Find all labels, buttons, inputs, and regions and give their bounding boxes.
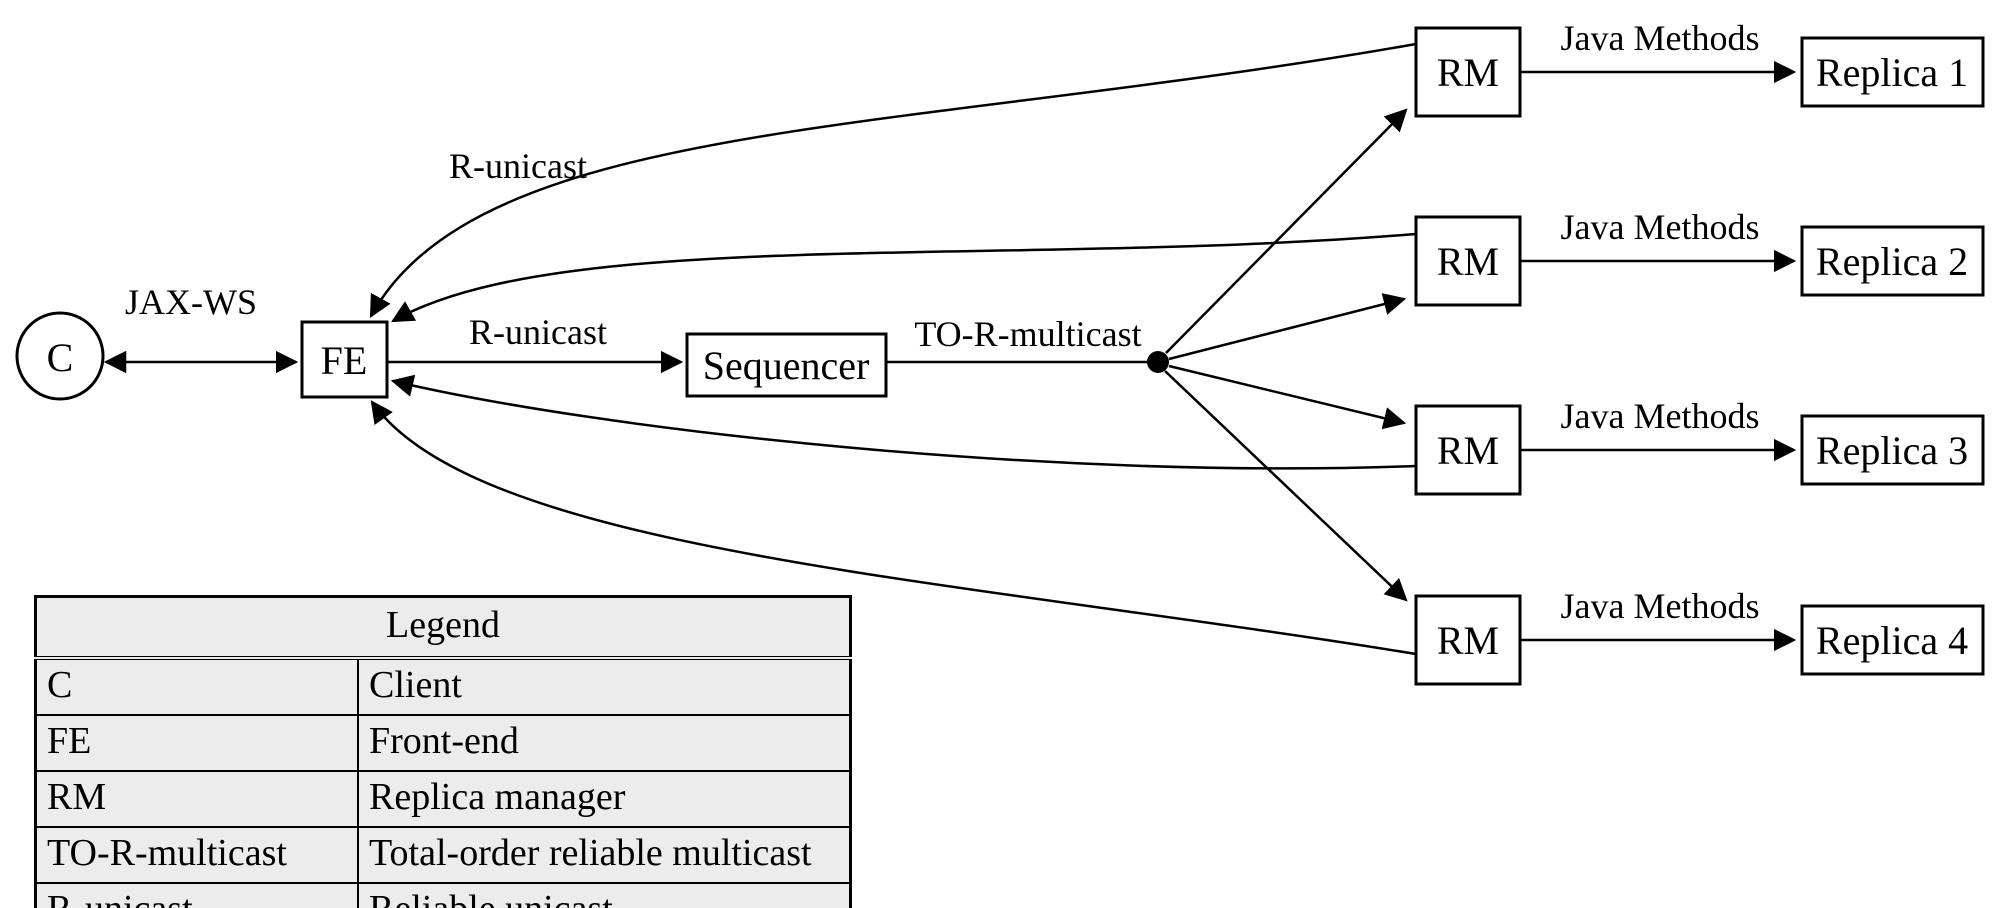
legend-row-frontend: FE Front-end <box>34 714 852 772</box>
rm3-box <box>1414 404 1522 496</box>
legend-definition: Total-order reliable multicast <box>357 826 852 884</box>
replica3-box <box>1800 414 1985 486</box>
replica4-box <box>1800 604 1985 676</box>
replica1-label: Replica 1 <box>1816 50 1968 95</box>
replica4-label: Replica 4 <box>1816 618 1968 663</box>
edge-multicast-rm1 <box>1165 108 1408 354</box>
legend-term: TO-R-multicast <box>34 826 359 884</box>
legend-header-row: Legend <box>34 595 852 660</box>
replica1-box <box>1800 36 1985 108</box>
legend-definition: Front-end <box>357 714 852 772</box>
legend-row-tormulticast: TO-R-multicast Total-order reliable mult… <box>34 826 852 884</box>
legend-term: FE <box>34 714 359 772</box>
edge-multicast-rm4 <box>1164 370 1408 602</box>
frontend-label: FE <box>321 338 368 383</box>
javamethods3-edge-label: Java Methods <box>1561 396 1760 436</box>
replica2-box <box>1800 225 1985 297</box>
client-label: C <box>47 335 74 380</box>
rm4-box <box>1414 594 1522 686</box>
rm1-label: RM <box>1437 50 1499 95</box>
rm1-box <box>1414 26 1522 118</box>
edge-multicast-rm3 <box>1168 364 1407 430</box>
javamethods2-edge-label: Java Methods <box>1561 207 1760 247</box>
edge-rm2-frontend-return <box>391 232 1417 323</box>
legend-table: Legend C Client FE Front-end RM Replica … <box>34 595 852 908</box>
edge-multicast-rm2 <box>1168 293 1407 361</box>
sequencer-label: Sequencer <box>703 343 870 388</box>
javamethods1-edge-label: Java Methods <box>1561 18 1760 58</box>
javamethods4-edge-label: Java Methods <box>1561 586 1760 626</box>
legend-definition: Client <box>357 657 852 716</box>
frontend-box <box>300 320 389 399</box>
jaxws-edge-label: JAX-WS <box>125 282 257 322</box>
edge-rm4-frontend-return <box>370 400 1417 656</box>
legend-title: Legend <box>34 595 852 660</box>
legend-row-runicast: R-unicast Reliable unicast <box>34 882 852 908</box>
legend-row-rm: RM Replica manager <box>34 770 852 828</box>
rm2-box <box>1414 215 1522 307</box>
legend-row-client: C Client <box>34 657 852 716</box>
legend-term: RM <box>34 770 359 828</box>
legend-definition: Reliable unicast <box>357 882 852 908</box>
tormulticast-edge-label: TO-R-multicast <box>914 314 1141 354</box>
edge-rm1-frontend-return <box>369 42 1417 318</box>
legend-term: C <box>34 657 359 716</box>
multicast-point <box>1147 351 1169 373</box>
rm4-label: RM <box>1437 618 1499 663</box>
legend-definition: Replica manager <box>357 770 852 828</box>
client-node <box>15 311 105 401</box>
rm2-label: RM <box>1437 239 1499 284</box>
edge-rm3-frontend-return <box>390 374 1417 470</box>
legend-term: R-unicast <box>34 882 359 908</box>
replica3-label: Replica 3 <box>1816 428 1968 473</box>
replica2-label: Replica 2 <box>1816 239 1968 284</box>
runicast-forward-edge-label: R-unicast <box>469 312 607 352</box>
sequencer-box <box>685 332 888 398</box>
runicast-return-edge-label: R-unicast <box>449 146 587 186</box>
rm3-label: RM <box>1437 428 1499 473</box>
